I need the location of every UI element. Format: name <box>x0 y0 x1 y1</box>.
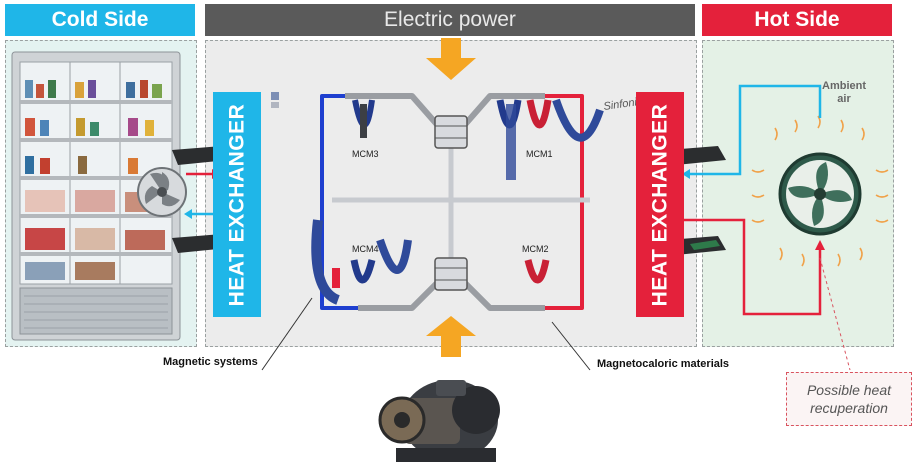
brand-mark: Sinfonia <box>603 96 644 113</box>
magnetocaloric-materials-label: Magnetocaloric materials <box>597 358 730 370</box>
right-heat-exchanger: HEAT EXCHANGER <box>636 92 684 317</box>
heat-recuperation-line-2: recuperation <box>810 400 888 416</box>
power-input-arrow <box>426 38 476 80</box>
cold-side-fan-icon <box>137 167 187 217</box>
mcm1-block <box>496 98 604 180</box>
mcm2-label: MCM2 <box>522 244 549 254</box>
cold-side-title: Cold Side <box>51 8 149 31</box>
mcm4-label: MCM4 <box>352 244 379 254</box>
hot-side-flow <box>680 84 825 316</box>
ambient-air-line-2: air <box>837 93 851 105</box>
pump-bottom <box>434 257 468 291</box>
mcm2-block <box>524 259 550 284</box>
right-heat-exchanger-label: HEAT EXCHANGER <box>648 103 671 306</box>
electric-power-header: Electric power <box>205 4 695 36</box>
ambient-air-line-1: Ambient <box>822 80 866 92</box>
motor-input-arrow <box>426 316 476 357</box>
mcm4-block <box>311 219 412 305</box>
callout-lines <box>261 257 851 371</box>
project-logo <box>271 92 279 108</box>
mcm3-block <box>352 99 375 138</box>
heat-recuperation-box: Possible heat recuperation <box>786 372 912 426</box>
pump-top <box>434 115 468 149</box>
hot-side-title: Hot Side <box>754 8 840 31</box>
heat-recuperation-line-1: Possible heat <box>806 382 892 398</box>
mcm3-label: MCM3 <box>352 149 379 159</box>
hot-side-fan-icon <box>751 115 889 267</box>
motor-illustration <box>378 380 500 462</box>
mcm1-label: MCM1 <box>526 149 553 159</box>
cold-side-header: Cold Side <box>5 4 195 36</box>
electric-power-title: Electric power <box>384 8 516 31</box>
magnetic-systems-label: Magnetic systems <box>163 356 258 368</box>
hot-side-header: Hot Side <box>702 4 892 36</box>
left-heat-exchanger: HEAT EXCHANGER <box>213 92 261 317</box>
ambient-air-label: Ambient air <box>822 80 866 106</box>
left-heat-exchanger-label: HEAT EXCHANGER <box>225 103 248 306</box>
